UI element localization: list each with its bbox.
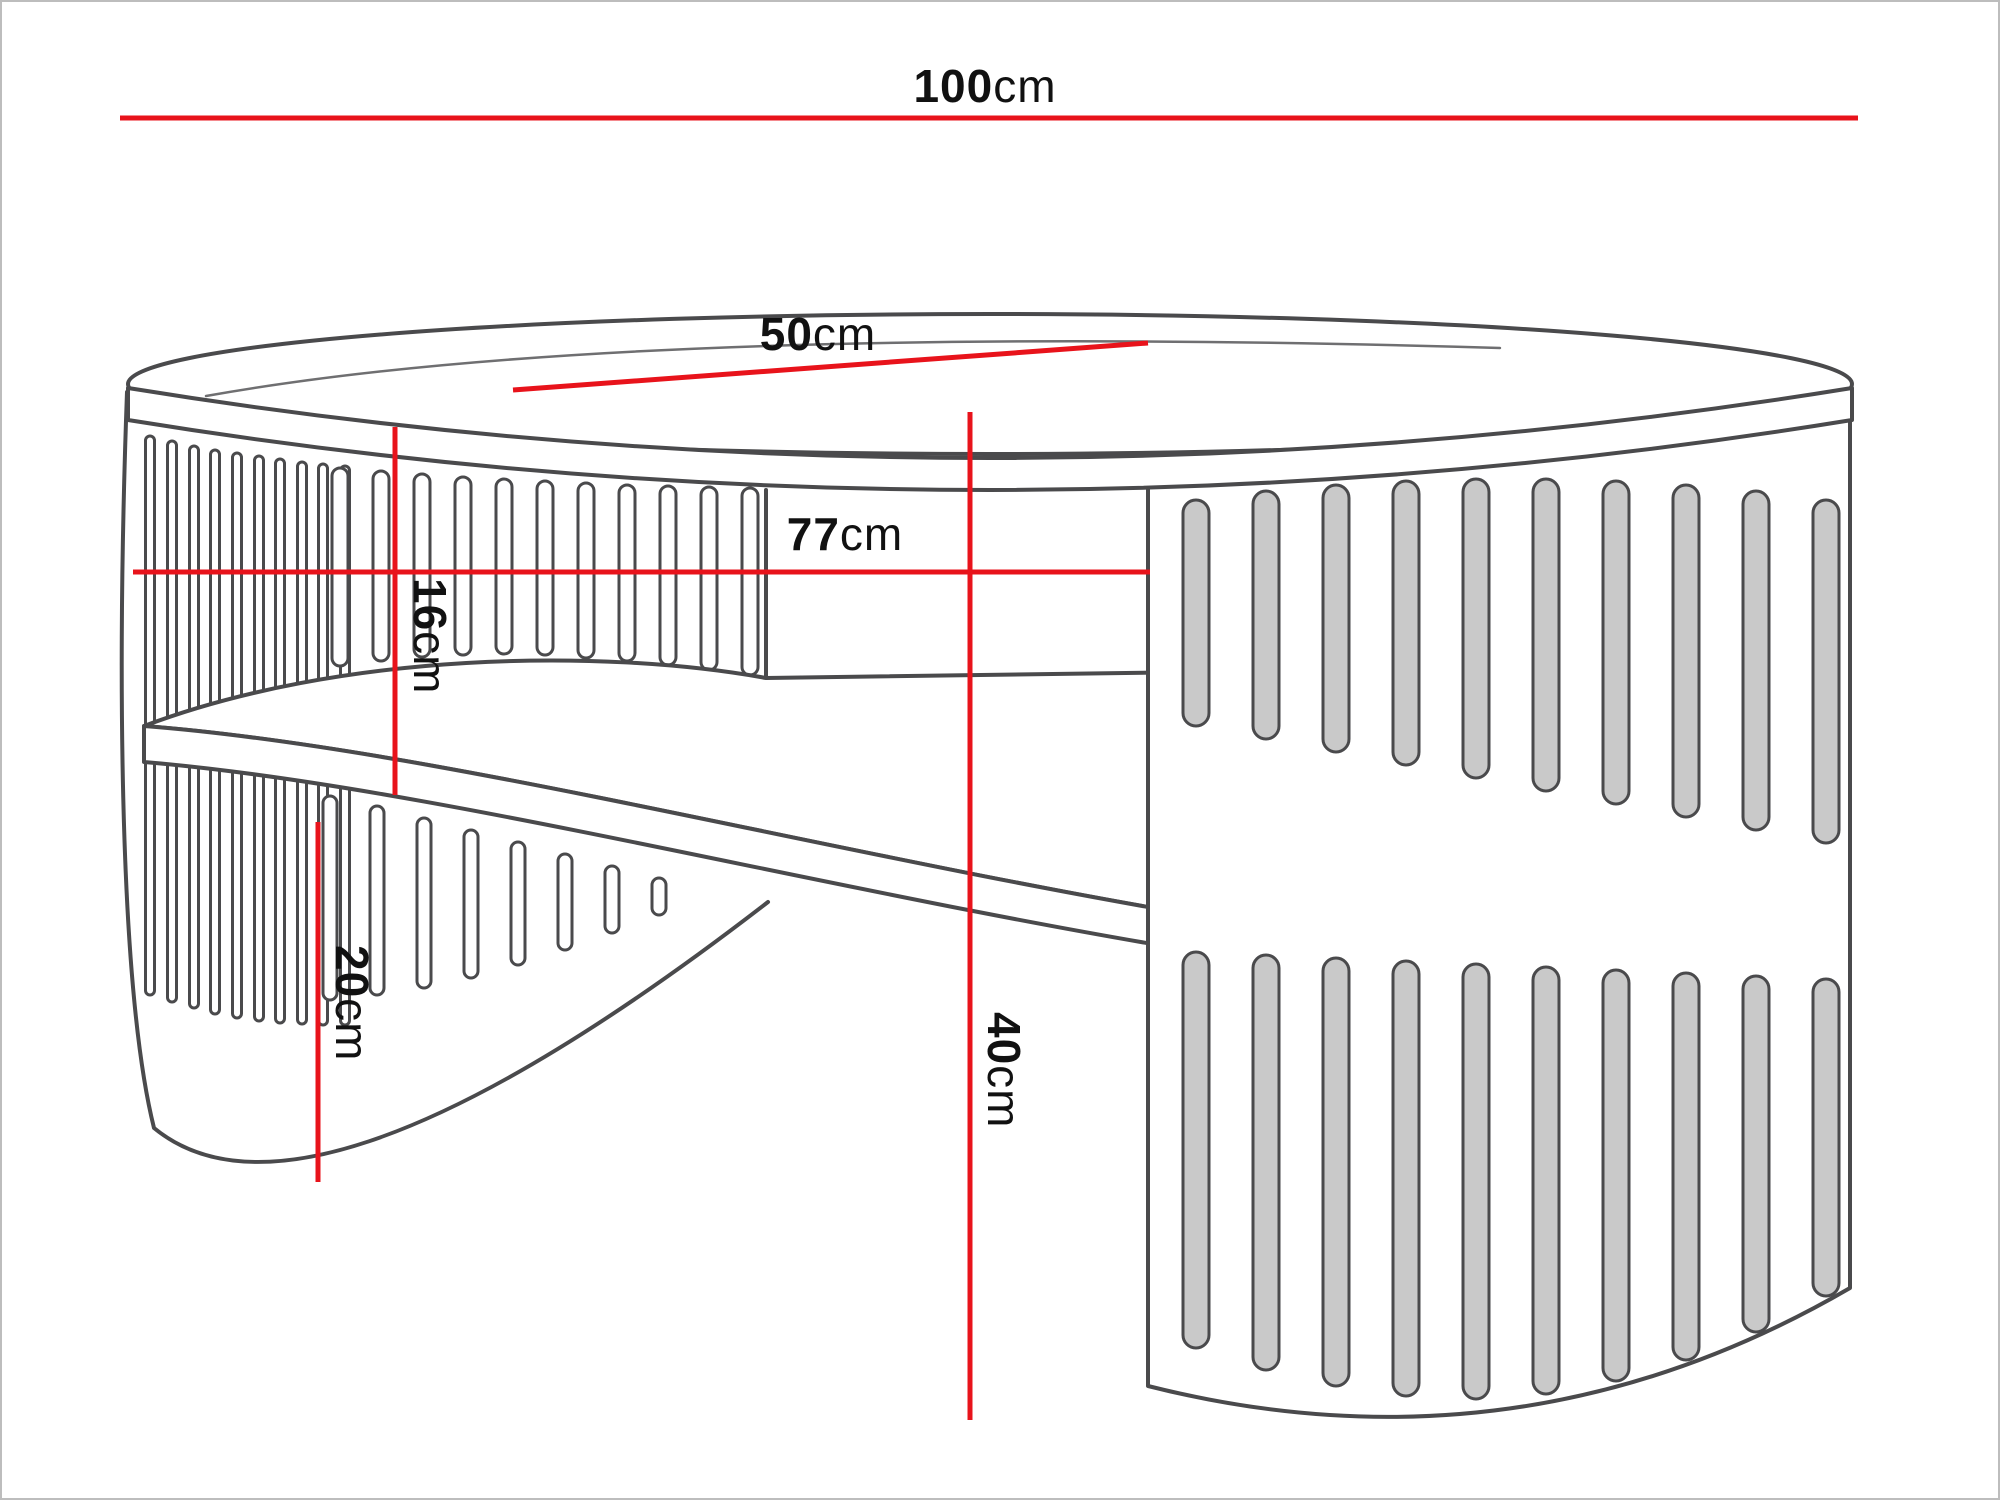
left-wall-contour [119, 390, 770, 1164]
under-shelf-slats [321, 794, 668, 1002]
slat [1741, 974, 1771, 1334]
slat [1321, 956, 1351, 1388]
slat [556, 852, 574, 952]
slat [368, 804, 386, 997]
dim-depth-label: 50cm [760, 308, 877, 360]
slat [462, 828, 480, 980]
slat [415, 816, 433, 990]
slat [1601, 479, 1631, 806]
slat [658, 484, 678, 667]
slat [509, 840, 527, 967]
tabletop-surface [126, 312, 1854, 456]
slat [1531, 965, 1561, 1396]
dim-width-label: 100cm [913, 60, 1056, 112]
dim-depth-line [512, 340, 1149, 393]
slat [650, 876, 668, 917]
tabletop-edge [126, 386, 1854, 492]
slat [1601, 968, 1631, 1383]
slat [1181, 498, 1211, 728]
dimension-annotations: 100cm 50cm 77cm 16cm 20cm 40cm [120, 60, 1858, 1420]
slat [1321, 483, 1351, 754]
slat [535, 479, 555, 657]
slat [1671, 971, 1701, 1362]
slat [1811, 977, 1841, 1298]
slat [603, 864, 621, 935]
right-drum [1146, 418, 1852, 1419]
slat [1391, 479, 1421, 767]
slat [699, 485, 719, 672]
slat [740, 486, 760, 677]
dim-base-height-label: 20cm [326, 945, 378, 1062]
slat [1251, 953, 1281, 1372]
slat [494, 477, 514, 656]
slat [1811, 498, 1841, 845]
tabletop-inner-rim [204, 340, 1502, 398]
slat [1461, 477, 1491, 780]
slat [1251, 489, 1281, 741]
slat [1391, 959, 1421, 1398]
slat [1531, 477, 1561, 793]
drum-slats [1181, 477, 1841, 1401]
slat [412, 472, 432, 659]
slat [1181, 950, 1211, 1350]
slat [144, 434, 156, 997]
dim-total-height-label: 40cm [978, 1012, 1030, 1129]
slat [330, 466, 350, 668]
slat [1671, 483, 1701, 819]
dim-shelf-width-label: 77cm [787, 508, 904, 560]
tabletop [126, 312, 1854, 492]
slat [1461, 962, 1491, 1401]
slat [321, 794, 339, 1002]
dim-shelf-gap-label: 16cm [404, 578, 456, 695]
slat [453, 475, 473, 657]
slat [371, 469, 391, 663]
slat [1741, 489, 1771, 832]
